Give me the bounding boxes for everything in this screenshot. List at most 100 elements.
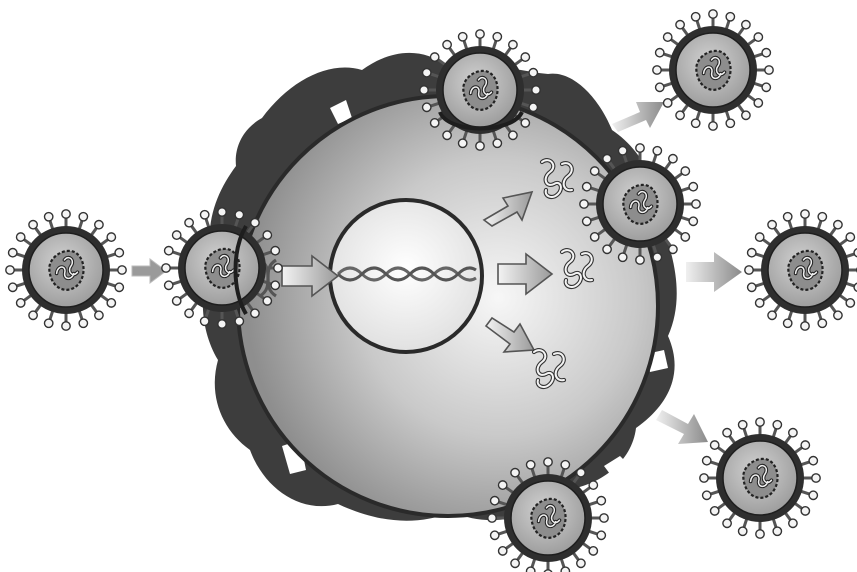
- spike-head: [44, 319, 52, 327]
- arrow-release-top-icon: [612, 102, 664, 132]
- spike-head: [773, 527, 781, 535]
- spike-head: [443, 131, 451, 139]
- spike-head: [107, 299, 115, 307]
- spike-head: [846, 299, 854, 307]
- spike-head: [834, 311, 842, 319]
- spike-head: [491, 496, 499, 504]
- spike-head: [663, 33, 671, 41]
- arrow-entry-icon: [132, 259, 166, 283]
- spike-head: [742, 20, 750, 28]
- spike-head: [185, 309, 193, 317]
- spike-head: [754, 33, 762, 41]
- spike-head: [669, 245, 677, 253]
- spike-head: [709, 10, 717, 18]
- spike-head: [636, 256, 644, 264]
- arrow-release-bottom-icon: [656, 410, 708, 444]
- released-virion-top-icon: [653, 10, 773, 130]
- spike-head: [834, 220, 842, 228]
- spike-head: [29, 220, 37, 228]
- spike-head: [653, 147, 661, 155]
- arrow-release-middle-icon: [686, 252, 742, 292]
- spike-head: [218, 320, 226, 328]
- spike-head: [526, 567, 534, 572]
- spike-head: [521, 119, 529, 127]
- spike-head: [493, 139, 501, 147]
- spike-head: [656, 48, 664, 56]
- spike-head: [691, 119, 699, 127]
- spike-head: [603, 245, 611, 253]
- spike-head: [172, 297, 180, 305]
- spike-head: [79, 319, 87, 327]
- spike-head: [809, 456, 817, 464]
- spike-head: [235, 211, 243, 219]
- spike-head: [742, 111, 750, 119]
- spike-head: [773, 421, 781, 429]
- spike-head: [9, 283, 17, 291]
- spike-head: [676, 20, 684, 28]
- spike-head: [590, 167, 598, 175]
- spike-head: [165, 281, 173, 289]
- released-virion-bottom-icon: [700, 418, 820, 538]
- spike-head: [597, 496, 605, 504]
- spike-head: [458, 139, 466, 147]
- spike-head: [118, 266, 126, 274]
- spike-head: [762, 48, 770, 56]
- spike-head: [768, 220, 776, 228]
- spike-head: [44, 213, 52, 221]
- spike-head: [812, 474, 820, 482]
- spike-head: [218, 208, 226, 216]
- spike-head: [420, 86, 428, 94]
- spike-head: [165, 246, 173, 254]
- spike-head: [789, 519, 797, 527]
- spike-head: [488, 514, 496, 522]
- spike-head: [577, 559, 585, 567]
- spike-head: [738, 421, 746, 429]
- spike-head: [493, 33, 501, 41]
- spike-head: [271, 281, 279, 289]
- spike-head: [532, 86, 540, 94]
- spike-head: [561, 567, 569, 572]
- spike-head: [663, 99, 671, 107]
- spike-head: [801, 322, 809, 330]
- spike-head: [818, 319, 826, 327]
- spike-head: [636, 144, 644, 152]
- spike-head: [765, 66, 773, 74]
- spike-head: [580, 200, 588, 208]
- spike-head: [818, 213, 826, 221]
- spike-head: [509, 40, 517, 48]
- spike-head: [710, 441, 718, 449]
- spike-head: [768, 311, 776, 319]
- spike-head: [251, 218, 259, 226]
- spike-head: [756, 418, 764, 426]
- spike-head: [656, 83, 664, 91]
- spike-head: [583, 182, 591, 190]
- spike-head: [755, 233, 763, 241]
- spike-head: [526, 461, 534, 469]
- spike-head: [618, 253, 626, 261]
- spike-head: [423, 103, 431, 111]
- spike-head: [703, 456, 711, 464]
- spike-head: [95, 220, 103, 228]
- spike-head: [529, 103, 537, 111]
- spike-head: [16, 299, 24, 307]
- spike-head: [9, 248, 17, 256]
- spike-head: [745, 266, 753, 274]
- spike-head: [681, 167, 689, 175]
- spike-head: [762, 83, 770, 91]
- spike-head: [511, 468, 519, 476]
- spike-head: [783, 213, 791, 221]
- spike-head: [491, 531, 499, 539]
- spike-head: [511, 559, 519, 567]
- spike-head: [107, 233, 115, 241]
- spike-head: [263, 297, 271, 305]
- spike-head: [756, 530, 764, 538]
- spike-head: [529, 68, 537, 76]
- spike-head: [79, 213, 87, 221]
- spike-head: [600, 514, 608, 522]
- spike-head: [509, 131, 517, 139]
- free-virion-icon: [6, 210, 126, 330]
- spike-head: [669, 154, 677, 162]
- spike-head: [789, 428, 797, 436]
- spike-head: [689, 182, 697, 190]
